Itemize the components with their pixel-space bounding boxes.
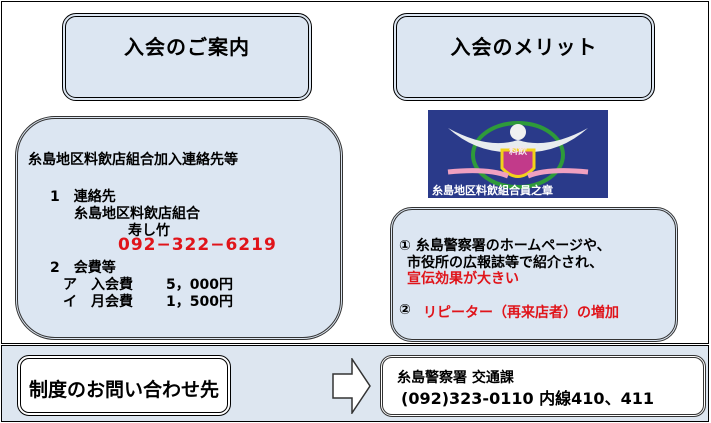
join-merits-title: 入会のメリット xyxy=(450,35,598,59)
join-guide-title: 入会のご案内 xyxy=(124,35,250,59)
merits-box: ① 糸島警察署のホームページや、 市役所の広報誌等で紹介され、 宣伝効果が大きい… xyxy=(390,207,678,342)
join-merits-title-box: 入会のメリット xyxy=(393,13,655,101)
fees-label: 2 会費等 xyxy=(50,260,116,276)
inquiry-label: 制度のお問い合わせ先 xyxy=(28,379,219,401)
arrow-right-icon xyxy=(332,358,371,414)
merit-1-line-2: 市役所の広報誌等で紹介され、 xyxy=(407,255,604,271)
top-section-frame xyxy=(1,1,709,344)
info-heading: 糸島地区料飲店組合加入連絡先等 xyxy=(28,152,238,168)
monthly-fee: 1，500円 xyxy=(166,294,233,310)
merit-2-number: ② xyxy=(399,302,411,318)
police-phone: (092)323-0110 内線410、411 xyxy=(401,389,654,408)
merit-1-line-3: 宣伝効果が大きい xyxy=(407,271,519,287)
merit-2-text: リピーター（再来店者）の増加 xyxy=(423,305,619,321)
monthly-fee-label: イ 月会費 xyxy=(63,294,133,310)
police-department: 糸島警察署 交通課 xyxy=(397,370,514,386)
dove-emblem-icon xyxy=(447,121,589,189)
join-guide-title-box: 入会のご案内 xyxy=(62,13,312,101)
merit-1-line-1: ① 糸島警察署のホームページや、 xyxy=(399,238,611,254)
contact-info-box: 糸島地区料飲店組合加入連絡先等 1 連絡先 糸島地区料飲店組合 寿し竹 092−… xyxy=(15,116,343,340)
inquiry-label-box: 制度のお問い合わせ先 xyxy=(17,355,231,416)
contact-phone: 092−322−6219 xyxy=(118,235,277,255)
contact-box: 糸島警察署 交通課 (092)323-0110 内線410、411 xyxy=(380,355,706,417)
entry-fee: 5，000円 xyxy=(166,277,233,293)
shop-name: 寿し竹 xyxy=(128,223,170,239)
contact-label: 1 連絡先 xyxy=(50,189,116,205)
emblem-caption: 糸島地区料飲組合員之章 xyxy=(432,184,553,197)
entry-fee-label: ア 入会費 xyxy=(63,277,133,293)
association-emblem: 料飲 糸島地区料飲組合員之章 xyxy=(428,110,608,198)
org-name: 糸島地区料飲店組合 xyxy=(74,206,200,222)
